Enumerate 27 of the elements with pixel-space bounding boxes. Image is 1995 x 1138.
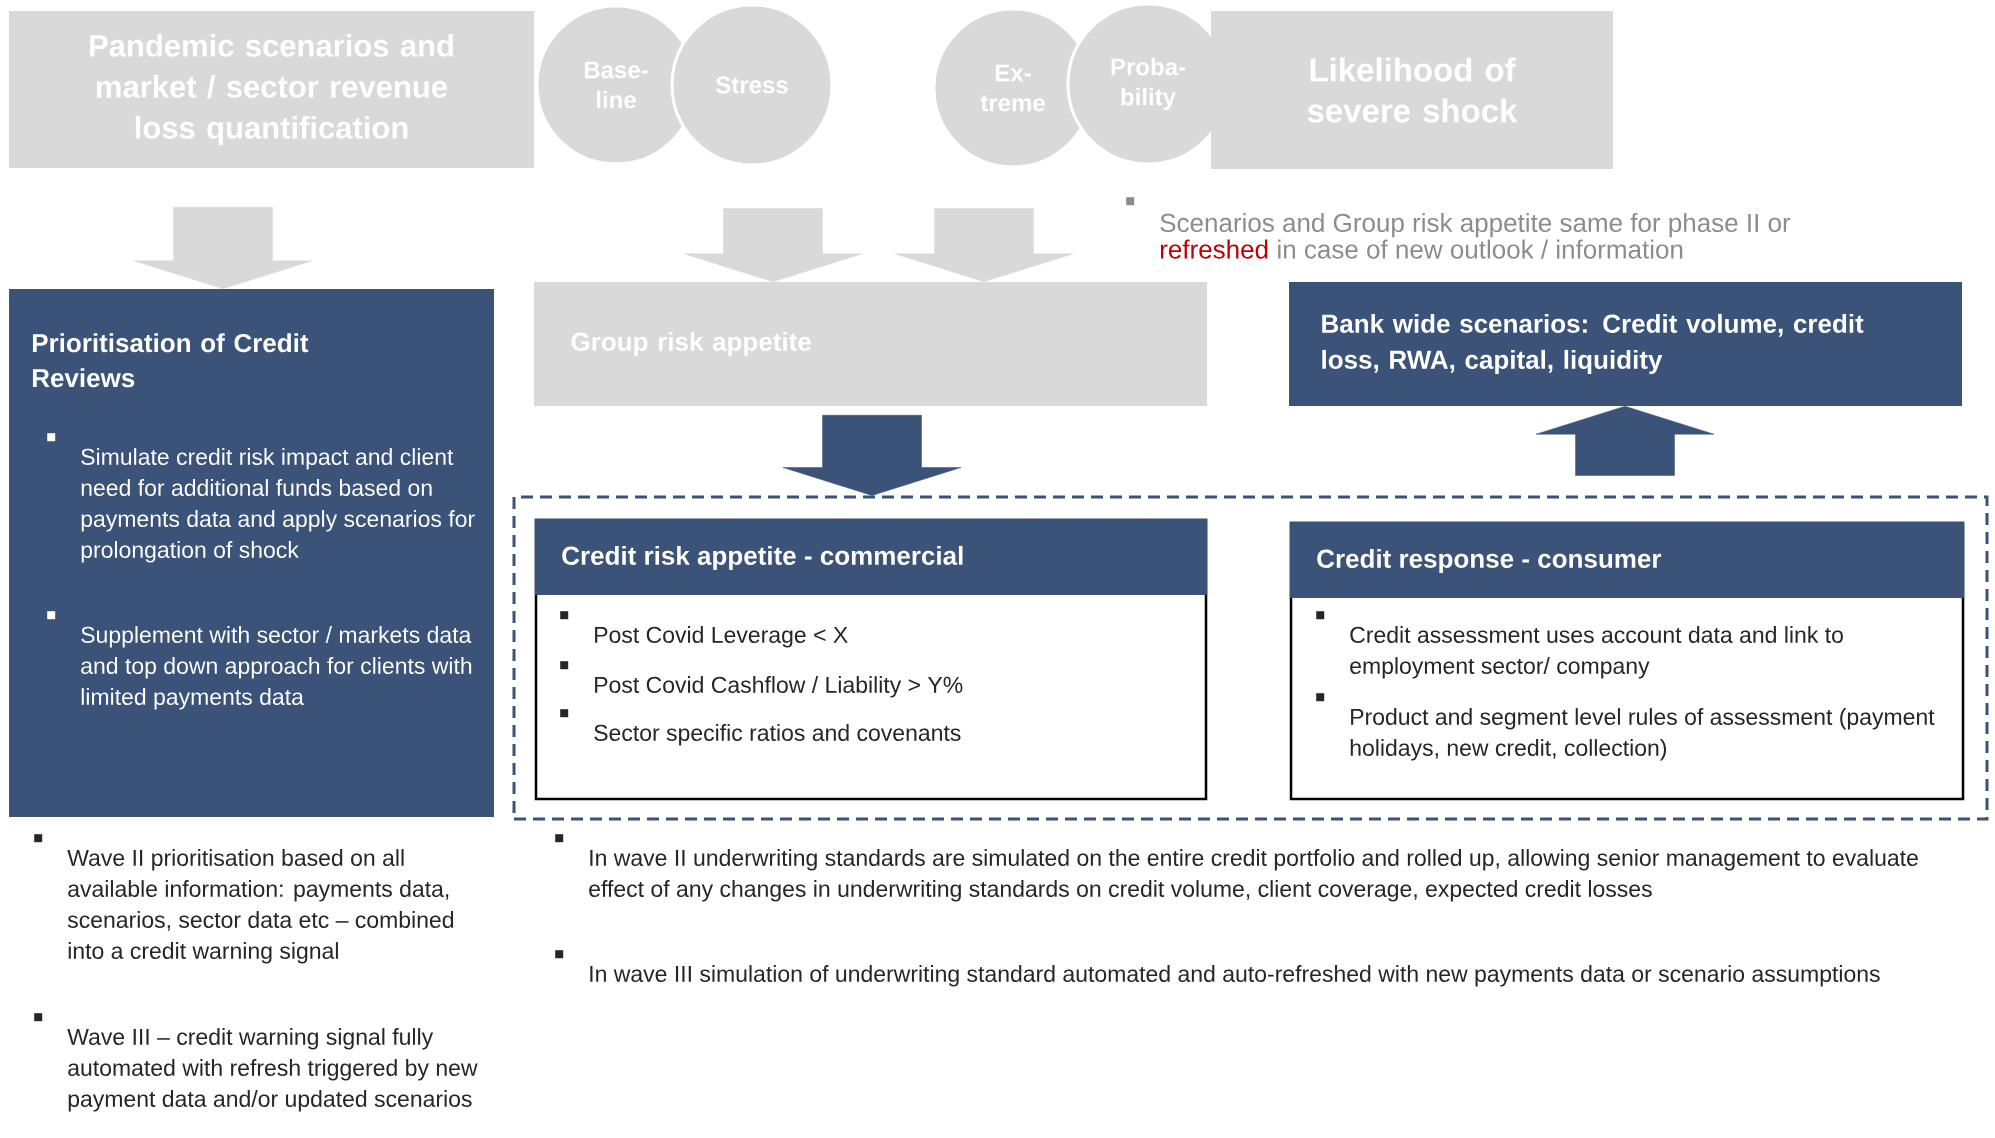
block-arrow bbox=[1535, 405, 1715, 476]
info-panel bbox=[1289, 521, 1965, 801]
highlight-word: refreshed bbox=[1160, 239, 1268, 259]
dashed-frame bbox=[512, 495, 1989, 821]
block-arrow bbox=[894, 208, 1074, 283]
bullet-item: Post Covid Leverage < X bbox=[560, 611, 848, 648]
block-arrow bbox=[782, 414, 962, 496]
panel-heading: Credit response - consumer bbox=[1317, 548, 1662, 574]
note-text: in case of new outlook / information bbox=[1278, 239, 1683, 259]
bullet-item: In wave III simulation of underwriting standard automated and auto-refreshed with new payments data or scenario assumptions bbox=[555, 950, 1880, 987]
bullet-item: Wave III – credit warning signal fully automated with refresh triggered by new payment data and/or updated scenarios bbox=[34, 1013, 478, 1112]
bullet-item: Supplement with sector / markets data and top down approach for clients with limited payments data bbox=[47, 611, 472, 710]
bullet-item: Credit assessment uses account data and link to employment sector/ company bbox=[1316, 611, 1843, 679]
note-text: Scenarios and Group risk appetite same for phase II or bbox=[1126, 197, 1791, 238]
scenario-box: Bank wide scenarios: Credit volume, credit loss, RWA, capital, liquidity bbox=[1289, 282, 1962, 406]
panel-heading: Prioritisation of Credit Reviews bbox=[32, 333, 309, 388]
block-arrow bbox=[683, 208, 863, 283]
bullet-item: Sector specific ratios and covenants bbox=[560, 709, 961, 746]
panel-heading: Credit risk appetite - commercial bbox=[562, 545, 963, 571]
block-arrow bbox=[133, 206, 313, 290]
info-panel bbox=[534, 518, 1208, 801]
info-panel bbox=[9, 289, 494, 817]
bullet-item: Post Covid Cashflow / Liability > Y% bbox=[560, 661, 963, 698]
bullet-item: Wave II prioritisation based on all available information: payments data, scenarios, sector data etc – combined into a credit warning signal bbox=[34, 834, 454, 964]
bullet-item: In wave II underwriting standards are simulated on the entire credit portfolio and rolled up, allowing senior management to evaluate effect of any changes in underwriting standards on credit volume, client coverage, expected credit losses bbox=[555, 834, 1918, 902]
bullet-item: Simulate credit risk impact and client need for additional funds based on payments data and apply scenarios for prolongation of shock bbox=[47, 433, 475, 563]
bullet-item: Product and segment level rules of assessment (payment holidays, new credit, collection) bbox=[1316, 693, 1935, 761]
